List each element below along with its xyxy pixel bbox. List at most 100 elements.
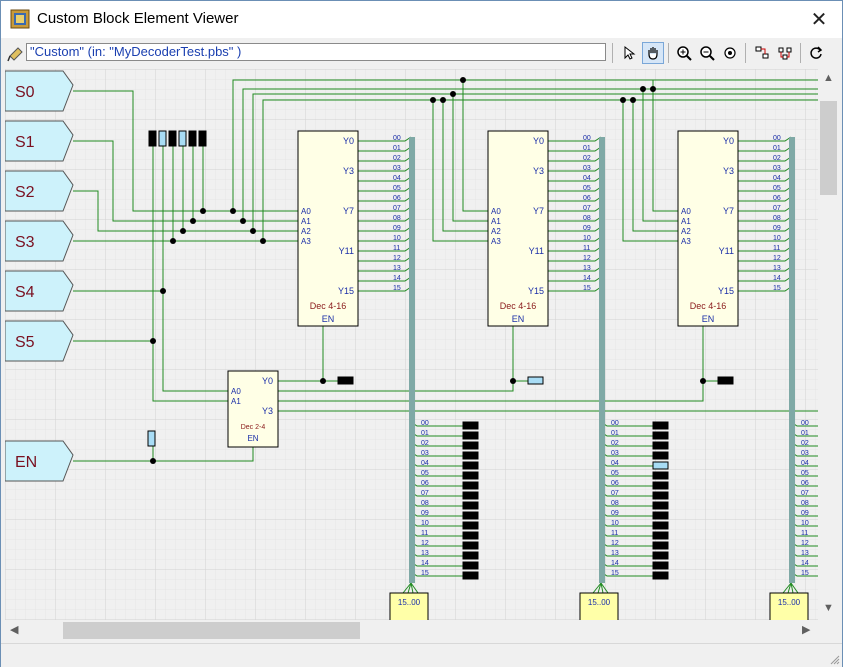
bus-pin-label: 02 — [421, 440, 429, 447]
input-port-s1[interactable]: S1 — [5, 120, 74, 162]
decoder-4-16-en-label: EN — [322, 314, 335, 324]
bus-pin-label: 15 — [801, 570, 809, 577]
output-probe — [462, 441, 479, 450]
bus-pin-label: 03 — [801, 450, 809, 457]
input-port-s3[interactable]: S3 — [5, 220, 74, 262]
decoder-4-16-output-label: Y0 — [343, 136, 354, 146]
bus-pin-label: 07 — [611, 490, 619, 497]
decoder-pin-label: 07 — [393, 205, 401, 212]
wire — [790, 582, 799, 594]
wire — [402, 582, 412, 594]
decoder-pin-label: 02 — [393, 155, 401, 162]
decoder-pin-label: 14 — [583, 275, 591, 282]
junction-dot — [170, 238, 176, 244]
decoder-pin-label: 09 — [583, 225, 591, 232]
zoom-in-button[interactable] — [673, 42, 695, 64]
input-port-s2[interactable]: S2 — [5, 170, 74, 212]
bus-pin-label: 01 — [421, 430, 429, 437]
output-probe — [652, 511, 669, 520]
scroll-left-icon[interactable]: ◀ — [10, 624, 19, 636]
decoder-pin-label: 08 — [773, 215, 781, 222]
decoder-4-16-input-label: A2 — [301, 227, 311, 236]
toolbar-separator — [800, 43, 801, 63]
align-grid-button[interactable] — [774, 42, 796, 64]
bus-pin-label: 00 — [801, 420, 809, 427]
bus-pin-label: 14 — [611, 560, 619, 567]
refresh-button[interactable] — [805, 42, 827, 64]
horizontal-scroll-thumb[interactable] — [63, 622, 360, 639]
select-probe — [337, 376, 354, 385]
port-shape — [5, 70, 74, 112]
scroll-down-icon[interactable]: ▼ — [823, 602, 834, 614]
input-port-s4[interactable]: S4 — [5, 270, 74, 312]
decoder-pin-label: 08 — [393, 215, 401, 222]
bus-connector — [389, 592, 429, 620]
bus-pin-label: 14 — [421, 560, 429, 567]
port-label: S2 — [15, 184, 35, 201]
junction-dot — [510, 378, 516, 384]
bus-pin-label: 07 — [421, 490, 429, 497]
decoder-pin-label: 14 — [773, 275, 781, 282]
wire — [278, 380, 528, 392]
decoder-2-4-input-label: A1 — [231, 397, 241, 406]
output-probe — [652, 521, 669, 530]
pan-tool-button[interactable] — [642, 42, 664, 64]
input-port-s0[interactable]: S0 — [5, 70, 74, 112]
output-probe — [462, 481, 479, 490]
zoom-fit-button[interactable] — [719, 42, 741, 64]
vertical-scroll-thumb[interactable] — [820, 101, 837, 195]
toolbar: "Custom" (in: "MyDecoderTest.pbs" ) — [1, 39, 842, 67]
junction-dot — [260, 238, 266, 244]
zoom-out-icon — [700, 46, 715, 61]
align-left-button[interactable] — [751, 42, 773, 64]
wire — [600, 582, 604, 594]
decoder-pin-label: 09 — [773, 225, 781, 232]
output-probe — [652, 501, 669, 510]
decoder-pin-label: 02 — [773, 155, 781, 162]
decoder-4-16-label: Dec 4-16 — [310, 301, 347, 311]
input-port-en[interactable]: EN — [5, 440, 74, 482]
output-probe — [462, 431, 479, 440]
port-shape — [5, 440, 74, 482]
decoder-4-16-input-label: A2 — [491, 227, 501, 236]
scroll-right-icon[interactable]: ▶ — [802, 624, 811, 636]
decoder-4-16 — [677, 130, 739, 327]
decoder-pin-label: 14 — [393, 275, 401, 282]
decoder-4-16-output-label: Y0 — [533, 136, 544, 146]
junction-dot — [250, 228, 256, 234]
decoder-pin-label: 10 — [393, 235, 401, 242]
decoder-pin-label: 11 — [583, 245, 590, 252]
decoder-2-4-en-label: EN — [247, 434, 258, 443]
decoder-pin-label: 00 — [583, 135, 591, 142]
bus-connector-label: 15..00 — [398, 598, 421, 607]
close-button[interactable]: ✕ — [796, 1, 842, 38]
resize-grip-icon[interactable] — [830, 655, 840, 665]
select-tool-button[interactable] — [618, 42, 640, 64]
wire — [162, 146, 228, 392]
bus-pin-label: 02 — [611, 440, 619, 447]
port-label: S5 — [15, 334, 35, 351]
decoder-4-16-output-label: Y3 — [343, 166, 354, 176]
port-shape — [5, 120, 74, 162]
bus-pin-label: 00 — [611, 420, 619, 427]
wire — [73, 90, 298, 212]
horizontal-scrollbar[interactable]: ◀ ▶ — [5, 620, 818, 641]
wire — [152, 146, 228, 402]
port-label: S1 — [15, 134, 35, 151]
decoder-4-16-en-label: EN — [702, 314, 715, 324]
wire — [787, 582, 792, 594]
decoder-4-16-input-label: A1 — [681, 217, 691, 226]
toolbar-separator — [612, 43, 613, 63]
junction-dot — [160, 288, 166, 294]
decoder-pin-label: 06 — [393, 195, 401, 202]
decoder-pin-label: 15 — [393, 285, 401, 292]
decoder-pin-label: 03 — [393, 165, 401, 172]
bus-pin-label: 04 — [801, 460, 809, 467]
vertical-scrollbar[interactable]: ▲ ▼ — [818, 69, 839, 620]
zoom-out-button[interactable] — [696, 42, 718, 64]
path-field[interactable]: "Custom" (in: "MyDecoderTest.pbs" ) — [26, 43, 606, 61]
decoder-4-16-input-label: A0 — [301, 207, 311, 216]
scroll-up-icon[interactable]: ▲ — [823, 72, 834, 84]
input-port-s5[interactable]: S5 — [5, 320, 74, 362]
